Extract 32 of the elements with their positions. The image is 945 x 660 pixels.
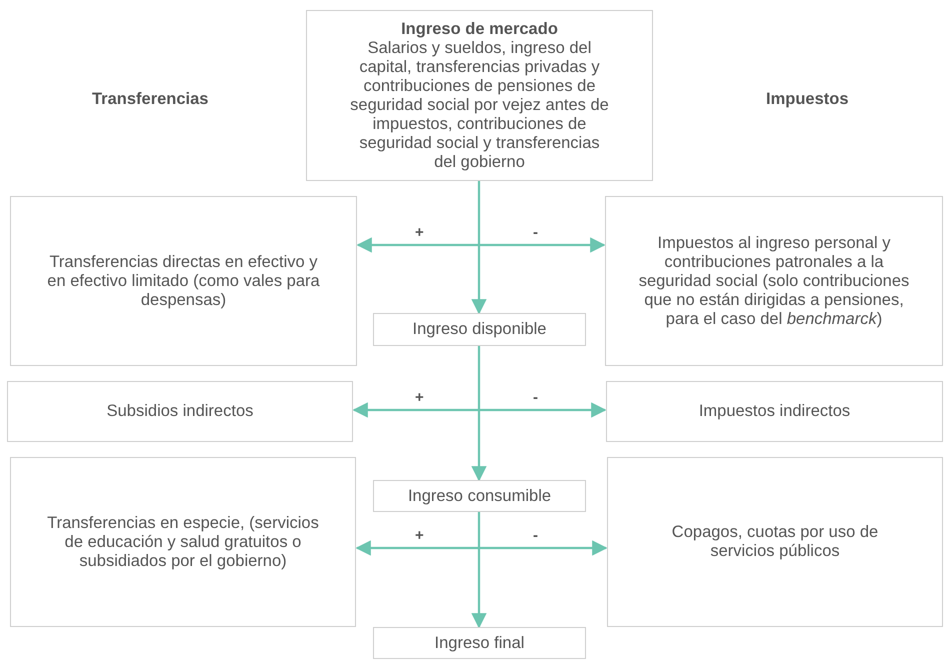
- box-text: Subsidios indirectos: [106, 402, 254, 421]
- column-heading: Transferencias: [92, 90, 208, 109]
- column-heading: Impuestos: [766, 90, 849, 109]
- text-box: [10, 196, 357, 366]
- text-box: [606, 381, 943, 442]
- arrow: [352, 402, 479, 418]
- arrow: [479, 402, 607, 418]
- text-box: [10, 457, 356, 627]
- box-text: Transferencias directas en efectivo y en efectivo limitado (como vales para despensas): [46, 252, 321, 310]
- arrow: [356, 237, 479, 253]
- arrow: [471, 181, 487, 315]
- box-heading: Ingreso de mercado: [401, 20, 558, 38]
- text-box: [605, 196, 943, 366]
- arrow: [479, 237, 606, 253]
- box-text: Impuestos al ingreso personal y contribuciones patronales a la seguridad social (solo contribuciones que no están dirigidas a pensiones, para el caso del benchmarck): [638, 234, 910, 328]
- text-box: [7, 381, 353, 442]
- text-box: [373, 480, 586, 512]
- arrow: [355, 540, 479, 556]
- box-text: Salarios y sueldos, ingreso del capital, transferencias privadas y contribuciones de pensiones de seguridad social por vejez antes de impuestos, contribuciones de seguridad social y transferencias del gobierno: [349, 38, 610, 172]
- arrow: [471, 512, 487, 629]
- text-box: [607, 457, 943, 627]
- text-box: [373, 627, 586, 659]
- box-text: Ingreso consumible: [408, 486, 552, 506]
- arrow: [479, 540, 608, 556]
- arrow: [471, 346, 487, 482]
- text-box: [306, 10, 653, 181]
- box-text: Transferencias en especie, (servicios de educación y salud gratuitos o subsidiados por el gobierno): [46, 514, 320, 570]
- box-text: Copagos, cuotas por uso de servicios públicos: [670, 523, 880, 561]
- box-text: Ingreso disponible: [412, 320, 546, 339]
- text-box: [373, 313, 586, 346]
- box-text: Impuestos indirectos: [698, 402, 850, 421]
- box-text: Ingreso final: [434, 634, 524, 652]
